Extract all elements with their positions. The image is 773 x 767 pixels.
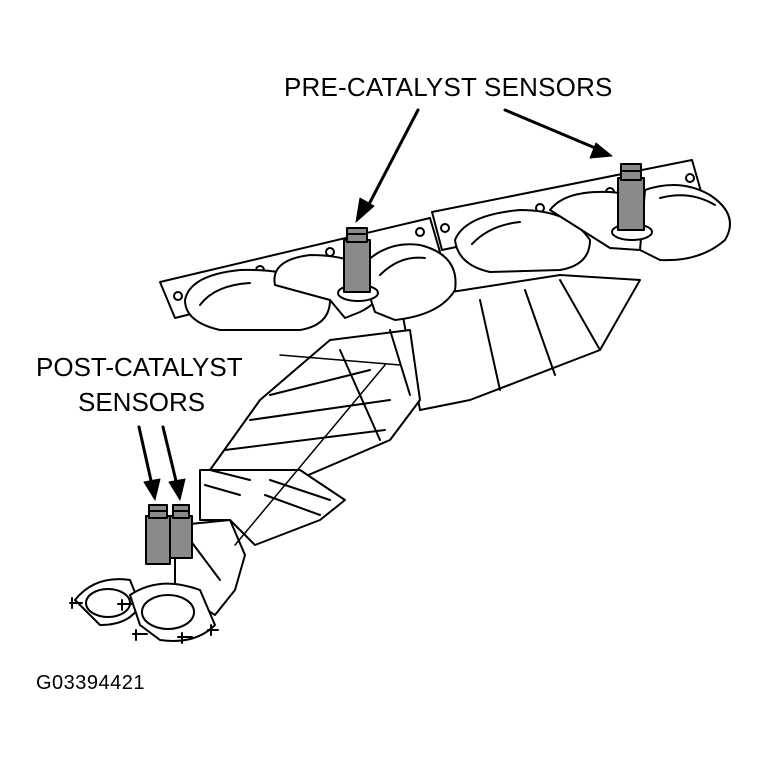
right-manifold-runners (454, 184, 731, 273)
catalytic-converter-body (209, 274, 641, 501)
left-manifold-runners (184, 243, 457, 331)
post-catalyst-sensors-label-line2: SENSORS (78, 387, 206, 417)
post-catalyst-sensor-1 (145, 504, 171, 565)
pre-catalyst-sensor-right (611, 163, 653, 241)
outlet-flanges (69, 578, 219, 644)
post-catalyst-sensors-label-line1: POST-CATALYST (36, 352, 243, 382)
pre-catalyst-sensor-left (337, 227, 379, 302)
pre-catalyst-leader-arrows (355, 108, 613, 223)
pre-catalyst-sensors-label: PRE-CATALYST SENSORS (284, 72, 613, 102)
figure-id: G03394421 (36, 672, 146, 694)
post-catalyst-sensor-2 (169, 504, 193, 559)
post-catalyst-leader-arrows (137, 425, 186, 501)
